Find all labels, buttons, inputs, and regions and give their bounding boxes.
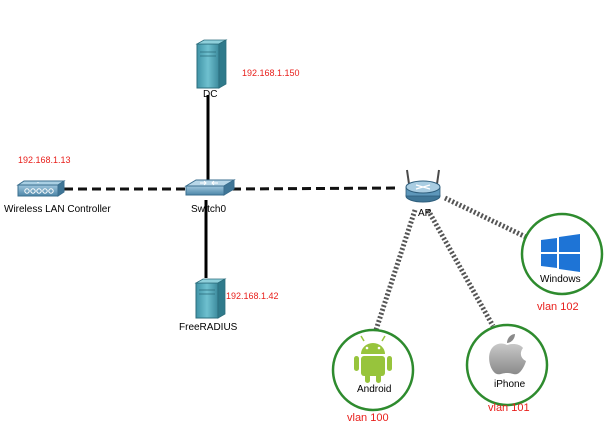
server-icon	[195, 39, 228, 89]
radius-label: FreeRADIUS	[179, 322, 238, 333]
android-client[interactable]	[331, 328, 415, 412]
wlc-ip-label: 192.168.1.13	[18, 155, 71, 165]
android-logo-icon	[354, 335, 392, 383]
wireless-link-iphone[interactable]	[425, 208, 496, 328]
wireless-links	[373, 195, 530, 331]
wireless-lan-controller[interactable]	[16, 180, 66, 197]
apple-logo-icon	[489, 334, 526, 375]
windows-logo-icon	[541, 234, 580, 272]
access-point-icon	[405, 169, 441, 203]
iphone-vlan-label: vlan 101	[488, 402, 530, 414]
wlc-icon	[16, 180, 66, 197]
server-icon	[194, 278, 227, 319]
wlc-label: Wireless LAN Controller	[4, 204, 111, 215]
radius-ip-label: 192.168.1.42	[226, 291, 279, 301]
switch0[interactable]	[184, 179, 236, 196]
dc-server[interactable]	[195, 39, 228, 89]
freeradius-server[interactable]	[194, 278, 227, 319]
ap-label: AP	[418, 208, 432, 219]
dc-label: DC	[203, 89, 218, 100]
iphone-client[interactable]	[465, 323, 549, 407]
wireless-link-windows[interactable]	[443, 195, 530, 241]
switch-label: Switch0	[191, 204, 227, 215]
iphone-label: iPhone	[494, 379, 526, 390]
windows-client[interactable]	[520, 212, 604, 296]
wireless-link-android[interactable]	[373, 209, 418, 331]
android-vlan-label: vlan 100	[347, 412, 389, 424]
switch-icon	[184, 179, 236, 196]
access-point[interactable]	[405, 169, 441, 203]
wired-links	[64, 95, 401, 278]
windows-label: Windows	[540, 274, 581, 285]
windows-vlan-label: vlan 102	[537, 301, 579, 313]
link-switch-ap[interactable]	[231, 186, 401, 191]
dc-ip-label: 192.168.1.150	[242, 68, 300, 78]
android-label: Android	[357, 384, 392, 395]
